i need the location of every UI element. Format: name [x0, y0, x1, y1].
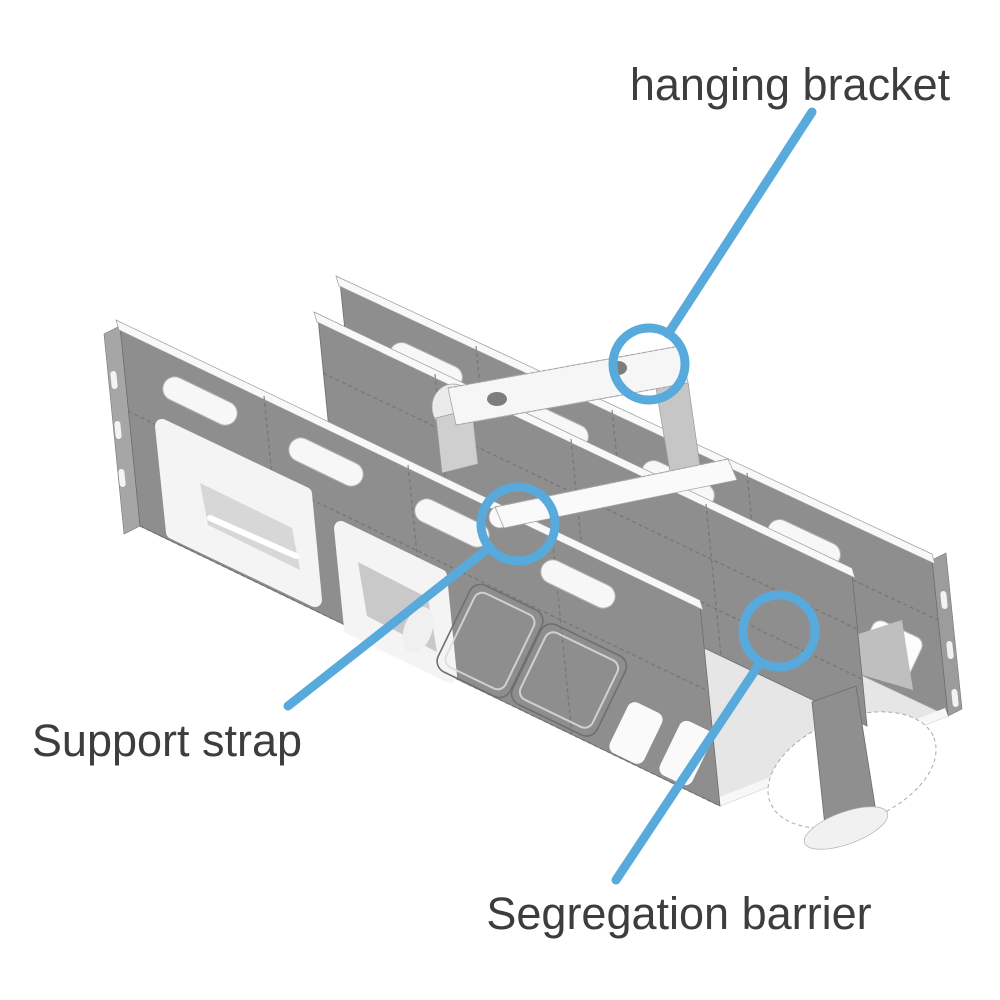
bracket-hole: [487, 392, 507, 406]
hanging-bracket-part: [431, 345, 701, 474]
barrier-foot: [803, 806, 889, 850]
left-rail-slot: [162, 376, 238, 426]
right-rail-top-lip: [335, 275, 936, 565]
support-strap-leader-line: [283, 542, 495, 711]
callout-annotations: [283, 107, 820, 885]
flange-slot: [946, 641, 954, 659]
left-rail-slot: [288, 437, 364, 487]
left-rail-cutout: [609, 702, 663, 764]
flange-slot: [118, 469, 126, 487]
cutout-gusset: [402, 606, 434, 654]
label-segregation-barrier: Segregation barrier: [486, 888, 872, 939]
label-hanging-bracket: hanging bracket: [629, 59, 951, 110]
left-rail-knockout: [436, 583, 544, 699]
segregation-barrier-leader-line: [611, 658, 765, 885]
flange-slot: [951, 689, 959, 707]
flange-slot: [114, 421, 122, 439]
left-rail-cutout: [659, 720, 713, 786]
flange-slot: [110, 371, 118, 389]
left-rail-knockout: [510, 623, 628, 737]
segregation-barrier-callout-circle: [738, 590, 820, 672]
hanging-bracket-leader-line: [663, 107, 817, 339]
label-support-strap: Support strap: [31, 715, 303, 766]
floor-shadow: [846, 620, 913, 690]
support-strap-callout-circle: [476, 482, 560, 566]
flange-slot: [940, 591, 948, 609]
hanging-bracket-callout-circle: [608, 323, 690, 405]
left-rail-slot: [540, 559, 616, 609]
